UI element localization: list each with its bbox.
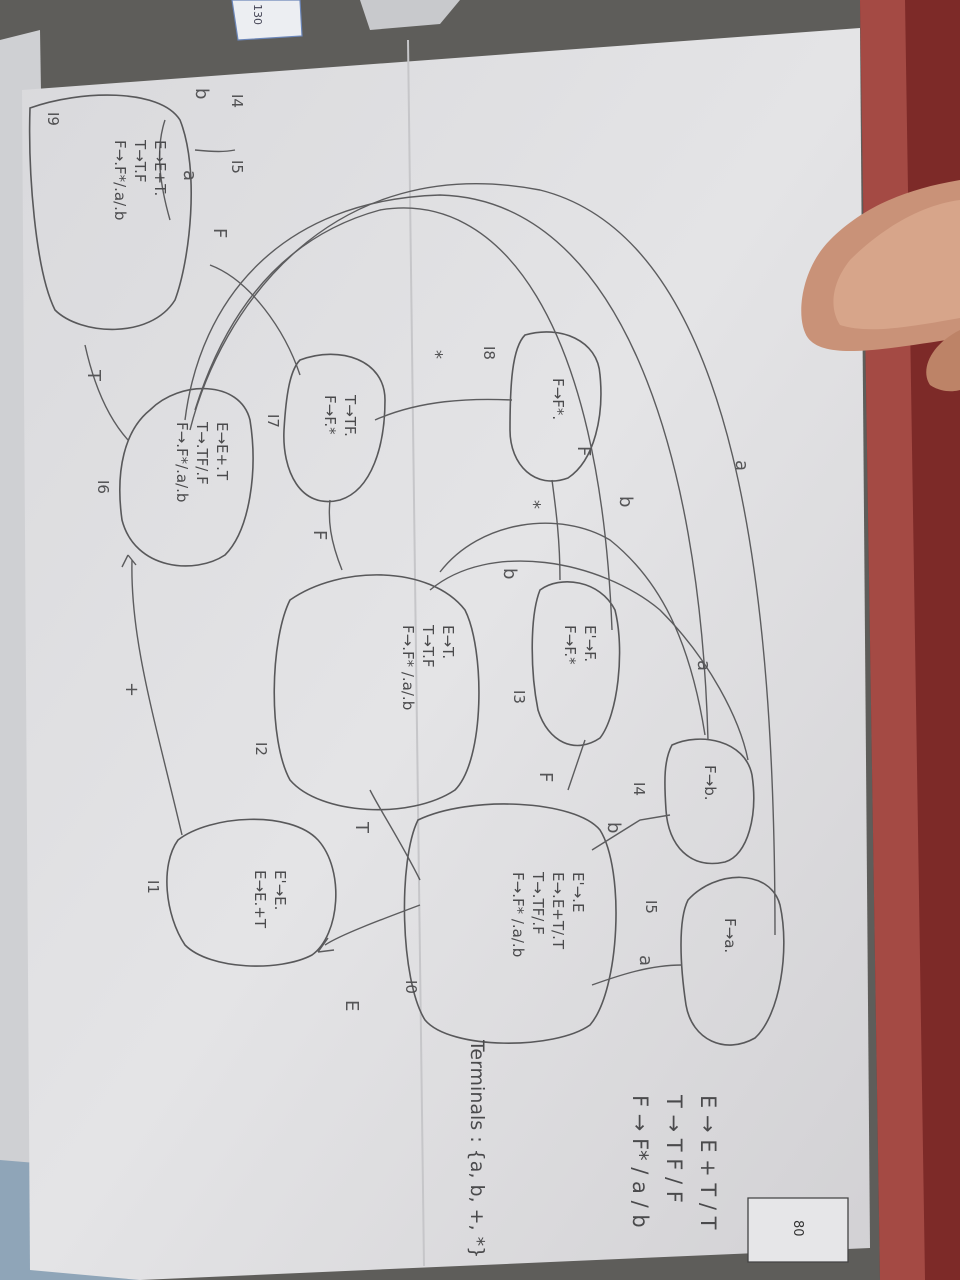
state-I8: F→F*. <box>548 378 568 420</box>
state-I2-circle <box>273 574 480 811</box>
edge-label-I6-I5: a <box>731 460 752 472</box>
state-I9: E→E+T. T→T.F F→.F*/.a/.b <box>110 140 170 220</box>
state-I2-item: T→T.F <box>419 625 437 668</box>
state-I0-item: E'→.E <box>569 872 587 913</box>
state-I0-circle <box>403 803 617 1044</box>
state-I8-item: F→F*. <box>549 378 567 421</box>
state-I1-circle <box>166 818 337 967</box>
state-I7-item: F→F.* <box>321 395 339 435</box>
state-I5-circle <box>680 876 785 1046</box>
state-I0-item: T→.TF/.F <box>529 872 547 935</box>
state-I2-item: E→T. <box>439 625 457 660</box>
edge-I0-I1 <box>324 904 421 946</box>
edge-label-I0-I2: T <box>351 822 372 833</box>
state-I4-item: F→b. <box>701 765 719 801</box>
state-I2: E→T. T→T.F F→.F* /.a/.b <box>398 625 458 710</box>
state-I9-label: I9 <box>44 112 62 126</box>
state-I0-item: E→.E+T/.T <box>549 872 567 950</box>
state-I3: E'→F. F→F.* <box>560 625 600 665</box>
state-I5-item: F→a. <box>721 918 739 954</box>
state-I4-circle <box>664 738 755 865</box>
grammar-rule-f: F → F* / a / b <box>628 1095 652 1228</box>
edge-label-I3-I8: * <box>523 500 544 509</box>
state-I7: T→TF. F→F.* <box>320 395 360 437</box>
state-I5-label: I5 <box>642 900 660 914</box>
state-I3-item: F→F.* <box>561 625 579 665</box>
target-I4-label: I4 <box>228 94 246 108</box>
edge-label-I0-I5: a <box>635 955 656 967</box>
edge-label-I2-I4: b <box>499 568 520 580</box>
edge-label-I2-I7: F <box>309 530 330 541</box>
edge-label-I7-I8: * <box>425 350 446 359</box>
edge-label-I6-I9: T <box>83 370 104 381</box>
edge-label-I0-I3: F <box>535 772 556 783</box>
state-I9-item: F→.F*/.a/.b <box>111 140 129 221</box>
state-I1: E'→E. E→E.+T <box>250 870 290 928</box>
state-I2-item: F→.F* /.a/.b <box>399 625 417 711</box>
state-I4: F→b. <box>700 765 720 801</box>
state-I6-label: I6 <box>94 480 112 494</box>
state-I6: E→E+.T T→.TF/.F F→.F*/.a/.b <box>172 422 232 502</box>
state-I9-circle <box>28 94 192 331</box>
edge-label-I9-I7: F <box>209 228 230 239</box>
terminals-label: Terminals : {a, b, +, *} <box>466 1040 488 1259</box>
state-I0-item: F→.F* /.a/.b <box>509 872 527 958</box>
state-I5: F→a. <box>720 918 740 953</box>
state-I1-item: E'→E. <box>271 870 289 911</box>
state-I6-circle <box>119 387 254 567</box>
state-I6-item: T→.TF/.F <box>193 422 211 485</box>
state-I1-label: I1 <box>144 880 162 894</box>
state-I7-item: T→TF. <box>341 395 359 437</box>
edge-label-I0-I4: b <box>603 822 624 834</box>
state-I1-item: E→E.+T <box>251 870 269 929</box>
state-I7-label: I7 <box>264 414 282 428</box>
state-I8-circle <box>509 331 602 482</box>
state-I2-label: I2 <box>252 742 270 756</box>
page-number: 80 <box>790 1220 805 1237</box>
grammar-rule-e: E → E + T / T <box>696 1095 720 1230</box>
state-I3-item: E'→F. <box>581 625 599 663</box>
state-I4-label: I4 <box>630 782 648 796</box>
corner-page-number: 130 <box>251 4 264 25</box>
state-I0-label: I0 <box>402 980 420 994</box>
edge-label-I0-I1: E <box>341 1000 362 1012</box>
edge-label-I9-I5: a <box>179 170 200 182</box>
state-I9-item: T→T.F <box>131 140 149 183</box>
edge-label-I6-I4: b <box>615 496 636 508</box>
state-I3-label: I3 <box>510 690 528 704</box>
edge-label-I1-I6: + <box>121 682 142 698</box>
state-I8-label: I8 <box>480 346 498 360</box>
state-I0: E'→.E E→.E+T/.T T→.TF/.F F→.F* /.a/.b <box>508 872 588 957</box>
state-I6-item: E→E+.T <box>213 422 231 481</box>
state-I6-item: F→.F*/.a/.b <box>173 422 191 503</box>
target-I5-label: I5 <box>228 160 246 174</box>
edge-label-I6-I3: F <box>573 446 594 457</box>
edge-label-I2-I5: a <box>693 660 714 672</box>
state-I7-circle <box>283 353 386 503</box>
grammar-rule-t: T → T F / F <box>662 1095 686 1203</box>
state-I3-circle <box>531 581 621 747</box>
state-I9-item: E→E+T. <box>151 140 169 197</box>
edge-label-I9-I4: b <box>191 88 212 100</box>
